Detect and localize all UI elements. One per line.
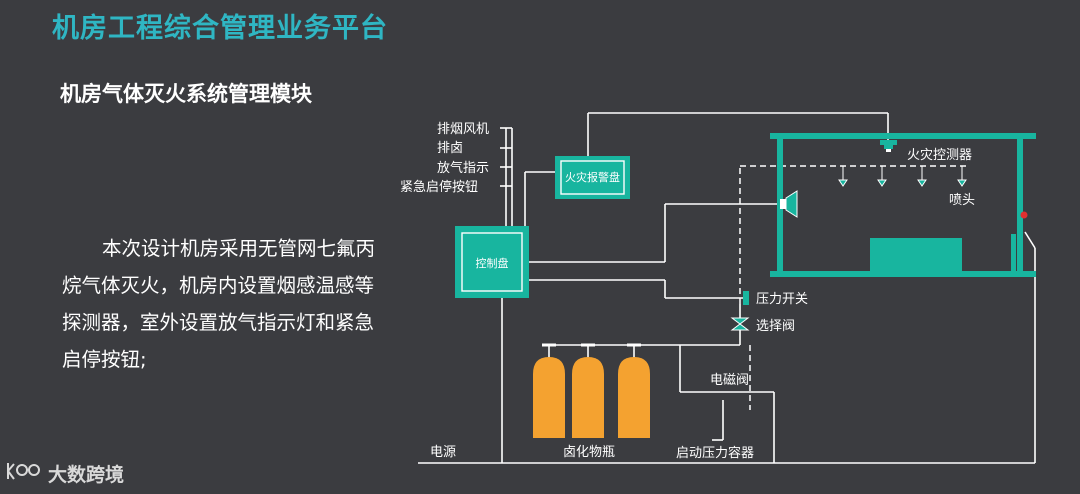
description-text: 本次设计机房采用无管网七氟丙烷气体灭火，机房内设置烟感温感等探测器，室外设置放气… — [62, 237, 376, 371]
label-nozzle: 喷头 — [949, 193, 975, 208]
bottle — [572, 357, 604, 438]
alarm-box: 火灾报警盘 — [555, 156, 630, 199]
label-start-container: 启动压力容器 — [676, 445, 754, 461]
control-panel-label: 控制盘 — [476, 256, 509, 270]
page-title: 机房工程综合管理业务平台 — [52, 13, 388, 44]
door-panel — [1011, 234, 1016, 271]
dashed-pipes — [739, 165, 970, 410]
control-panel: 控制盘 — [455, 226, 529, 298]
bottle — [618, 357, 650, 438]
equipment-room — [770, 133, 1036, 277]
label-fire-detector: 火灾控测器 — [907, 147, 972, 163]
detector-icon — [880, 140, 897, 152]
server-cabinet — [870, 238, 962, 271]
page-subtitle: 机房气体灭火系统管理模块 — [60, 82, 312, 106]
nozzle-icon — [838, 166, 967, 187]
label-power: 电源 — [430, 445, 456, 460]
label-solenoid-valve: 电磁阀 — [710, 373, 749, 388]
horn-icon — [780, 190, 798, 218]
label-discharge-indicator: 放气指示 — [437, 160, 489, 176]
alarm-box-label: 火灾报警盘 — [565, 170, 620, 184]
pressure-switch-icon — [743, 291, 749, 305]
brand-logo: 大数跨境 — [6, 458, 124, 488]
valve-icon — [730, 317, 750, 331]
label-exhaust-fan: 排烟风机 — [437, 122, 489, 137]
label-selector-valve: 选择阀 — [756, 319, 795, 334]
bottle — [533, 357, 565, 438]
label-halide-exhaust: 排卤 — [437, 140, 463, 156]
logo-icon — [6, 460, 42, 487]
label-halide-bottles: 卤化物瓶 — [563, 444, 615, 460]
label-emergency-button: 紧急启停按钮 — [400, 179, 478, 195]
indicator-light — [1020, 211, 1028, 219]
logo-text: 大数跨境 — [48, 463, 125, 486]
halide-bottles — [533, 357, 650, 438]
solid-wires — [418, 112, 1036, 464]
label-pressure-switch: 压力开关 — [756, 292, 808, 307]
